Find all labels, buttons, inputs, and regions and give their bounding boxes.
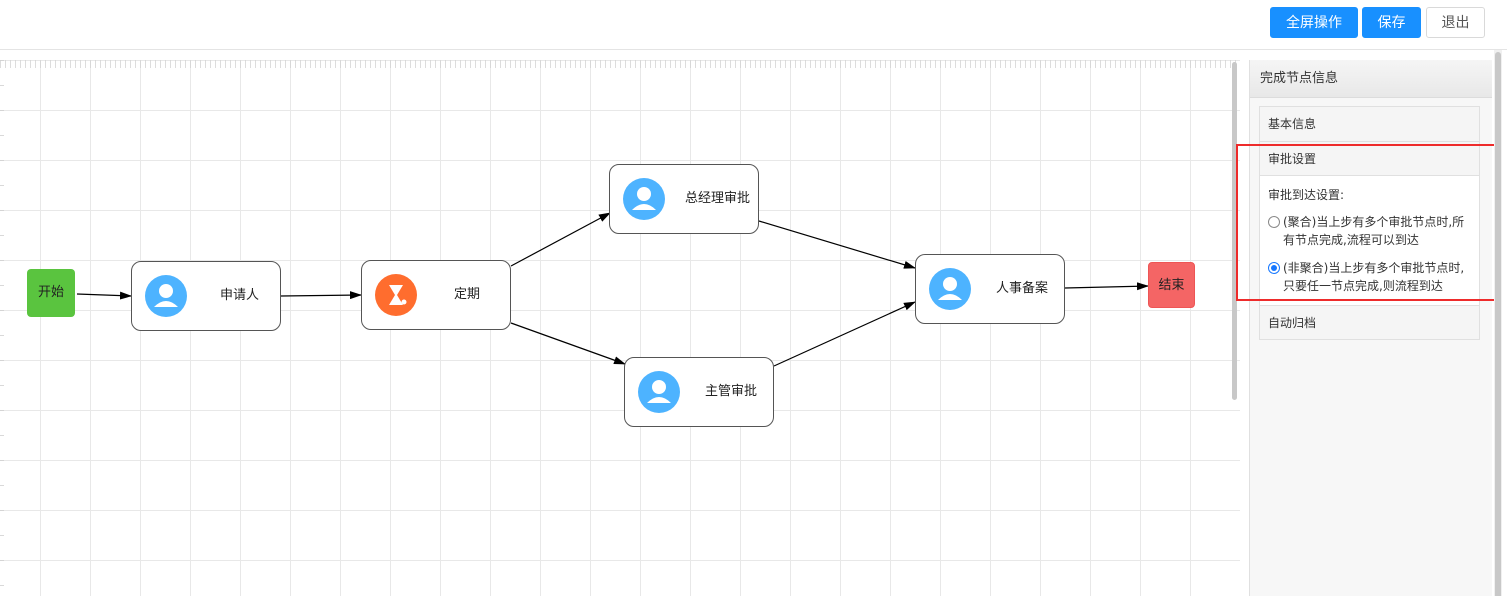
option-non-aggregate[interactable]: (非聚合)当上步有多个审批节点时,只要任一节点完成,则流程到达 — [1268, 259, 1471, 295]
node-label: 总经理审批 — [685, 191, 751, 206]
canvas-scrollbar[interactable] — [1232, 62, 1237, 400]
radio-aggregate[interactable] — [1268, 216, 1280, 228]
highlight-box — [1236, 144, 1498, 301]
properties-panel: 完成节点信息 基本信息 审批设置 审批到达设置: (聚合)当上步有多个审批节点时… — [1249, 60, 1492, 596]
option-aggregate[interactable]: (聚合)当上步有多个审批节点时,所有节点完成,流程可以到达 — [1268, 213, 1471, 249]
section-approval-settings[interactable]: 审批设置 — [1260, 141, 1479, 175]
node-applicant[interactable]: 申请人 — [131, 261, 281, 331]
top-toolbar: 全屏操作 保存 退出 — [0, 0, 1507, 50]
exit-button[interactable]: 退出 — [1426, 7, 1485, 38]
node-label: 主管审批 — [705, 384, 758, 399]
approval-settings-body: 审批到达设置: (聚合)当上步有多个审批节点时,所有节点完成,流程可以到达 (非… — [1260, 175, 1479, 305]
page-scrollbar-thumb[interactable] — [1495, 52, 1501, 596]
node-gm-approval[interactable]: 总经理审批 — [609, 164, 759, 234]
page-scrollbar[interactable] — [1494, 50, 1502, 596]
user-icon — [623, 178, 665, 220]
panel-title: 完成节点信息 — [1250, 60, 1492, 98]
save-button[interactable]: 保存 — [1362, 7, 1421, 38]
top-ruler — [0, 60, 1240, 68]
node-label: 申请人 — [220, 288, 260, 303]
hourglass-icon — [375, 274, 417, 316]
left-ruler — [0, 60, 4, 596]
start-node[interactable]: 开始 — [27, 269, 75, 317]
node-hr-filing[interactable]: 人事备案 — [915, 254, 1065, 324]
option-aggregate-text: (聚合)当上步有多个审批节点时,所有节点完成,流程可以到达 — [1283, 215, 1465, 247]
radio-non-aggregate[interactable] — [1268, 262, 1280, 274]
user-icon — [145, 275, 187, 317]
arrival-settings-label: 审批到达设置: — [1268, 188, 1345, 202]
fullscreen-button[interactable]: 全屏操作 — [1270, 7, 1358, 38]
node-label: 人事备案 — [996, 281, 1049, 296]
node-supervisor-approval[interactable]: 主管审批 — [624, 357, 774, 427]
node-label: 定期 — [454, 287, 481, 302]
user-icon — [929, 268, 971, 310]
node-timer[interactable]: 定期 — [361, 260, 511, 330]
user-icon — [638, 371, 680, 413]
end-node[interactable]: 结束 — [1148, 262, 1195, 308]
section-auto-archive[interactable]: 自动归档 — [1260, 305, 1479, 339]
option-non-aggregate-text: (非聚合)当上步有多个审批节点时,只要任一节点完成,则流程到达 — [1283, 261, 1465, 293]
section-basic-info[interactable]: 基本信息 — [1260, 107, 1479, 141]
